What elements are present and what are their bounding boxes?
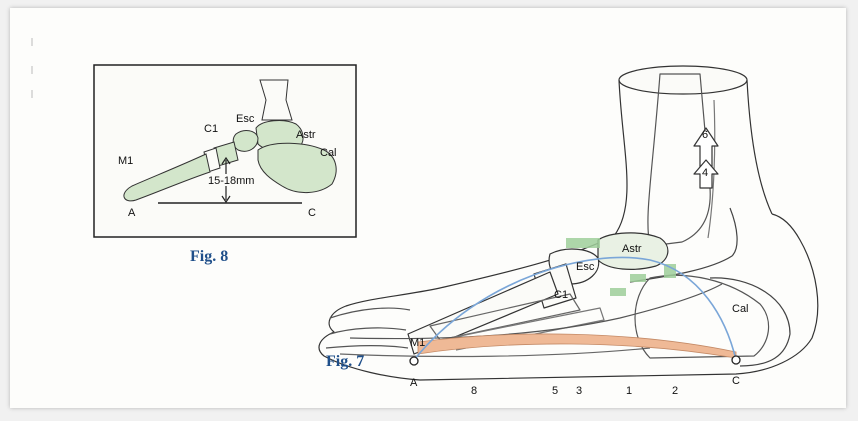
fig7-label-m1: M1 [410, 338, 425, 349]
fig7-scale-3: 3 [576, 386, 582, 397]
fig7-scale-8: 8 [471, 386, 477, 397]
fig7-point-c [732, 356, 740, 364]
fig7-label-6: 6 [702, 130, 708, 141]
fig8-label-esc: Esc [236, 114, 254, 125]
fig7-label-esc: Esc [576, 262, 594, 273]
fig8-label-c1: C1 [204, 124, 218, 135]
fig8-label-a: A [128, 208, 135, 219]
fig7-scale-5: 5 [552, 386, 558, 397]
fig7-leg-right [747, 80, 772, 214]
fig8-label-astr: Astr [296, 130, 316, 141]
fig8-label-cal: Cal [320, 148, 337, 159]
fig7-label-4: 4 [702, 168, 708, 179]
fig7-leg-top [619, 66, 747, 94]
fig7-leg-left [614, 80, 627, 236]
fig7-toes [326, 308, 410, 348]
anatomy-drawing [10, 8, 846, 408]
fig7-caption: Fig. 7 [326, 353, 364, 371]
fig7-scale-1: 1 [626, 386, 632, 397]
fig7-label-a: A [410, 378, 417, 389]
fig7-label-astr: Astr [622, 244, 642, 255]
fig7-scale-2: 2 [672, 386, 678, 397]
fig7-drawing [319, 66, 818, 380]
fig7-point-a [410, 357, 418, 365]
fig8-label-height: 15-18mm [208, 176, 254, 187]
page: C1 Esc Astr Cal M1 15-18mm A C Fig. 8 6 … [10, 8, 846, 408]
fig7-plantar-fascia [418, 334, 736, 358]
fig8-caption: Fig. 8 [190, 248, 228, 266]
fig7-label-cal: Cal [732, 304, 749, 315]
fig7-label-c: C [732, 376, 740, 387]
fig8-label-m1: M1 [118, 156, 133, 167]
fig8-label-c: C [308, 208, 316, 219]
fig7-label-c1: C1 [554, 290, 568, 301]
